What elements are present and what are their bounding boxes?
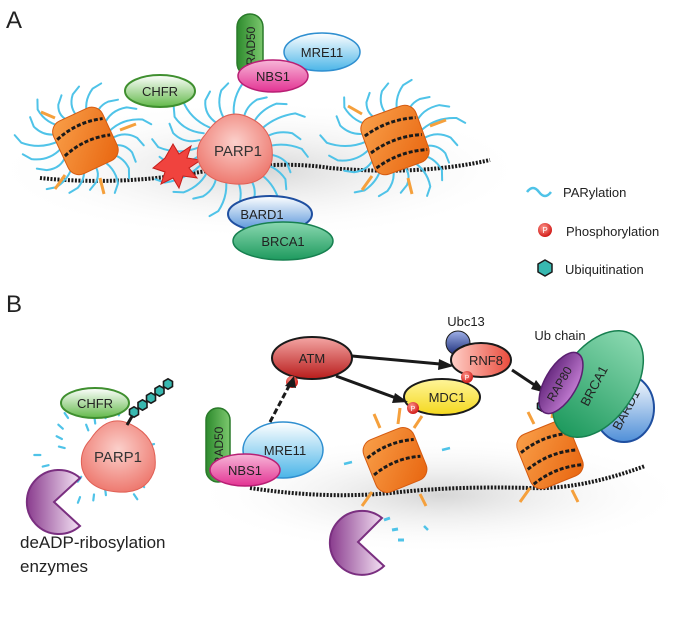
par-fragment <box>76 496 82 504</box>
hexagon-icon <box>537 259 553 277</box>
legend-label-parylation: PARylation <box>563 185 626 200</box>
parp1-label: PARP1 <box>214 143 262 160</box>
parp1-release: PARP1 CHFR deADP-ribosylation enzymes <box>20 377 174 576</box>
panel-a: PARP1 CHFR RAD50 MRE11 NBS1 BARD1 BRCA1 <box>0 13 530 261</box>
ubiquitin-hexagon-icon <box>128 405 140 419</box>
enzymes-label-line1: deADP-ribosylation <box>20 533 166 552</box>
par-chain <box>21 147 62 161</box>
par-chain <box>419 117 467 132</box>
atm-label: ATM <box>299 351 325 366</box>
nbs1-label: NBS1 <box>228 463 262 478</box>
ub-chain-icon <box>125 377 174 426</box>
panel-b-letter: B <box>6 291 22 318</box>
nucleosome <box>319 78 467 198</box>
mdc1-label: MDC1 <box>429 390 466 405</box>
par-fragment <box>41 464 50 468</box>
rad50-label: RAD50 <box>212 426 226 465</box>
rad50-label: RAD50 <box>244 26 258 65</box>
chfr-protein <box>124 74 196 108</box>
dna-strand <box>249 464 646 498</box>
par-chain <box>168 122 201 143</box>
legend-label-ubiquitination: Ubiquitination <box>565 262 644 277</box>
par-fragment <box>132 493 139 501</box>
mdc1-protein <box>403 378 481 416</box>
chfr-protein <box>60 387 130 419</box>
par-chain <box>204 90 219 125</box>
atm-protein <box>271 336 353 380</box>
ubc13-label: Ubc13 <box>447 314 485 329</box>
ub-chain-label: Ub chain <box>534 328 585 343</box>
phospho-dot-icon <box>407 402 419 414</box>
par-chain <box>319 134 369 147</box>
arrow-rnf8-to-rap80 <box>511 368 537 388</box>
arrow-atm-to-rnf8 <box>351 354 441 366</box>
par-fragment <box>63 411 70 420</box>
rap80-protein <box>538 351 584 415</box>
par-chain <box>108 118 153 133</box>
rnf8-protein <box>450 342 512 378</box>
legend-phospho-glyph: P <box>542 226 547 235</box>
mre11-label: MRE11 <box>301 45 343 60</box>
ubiquitin-hexagon-icon <box>145 391 157 405</box>
parp1-complex: PARP1 <box>151 78 309 218</box>
par-fragment <box>57 445 66 450</box>
nucleosome <box>13 82 153 195</box>
enzymes-label-line2: enzymes <box>20 557 88 576</box>
phospho-mark: P <box>411 406 416 413</box>
par-chain <box>328 148 371 162</box>
ubiquitin-hexagon-icon <box>154 384 165 398</box>
panel-b: PARP1 CHFR deADP-ribosylation enzymes <box>20 314 678 576</box>
brca1-protein <box>232 221 334 261</box>
par-chain <box>421 133 459 147</box>
mre11-label: MRE11 <box>264 443 306 458</box>
mre11-protein <box>283 32 361 72</box>
phospho-dot-icon <box>461 371 473 383</box>
dna-break-icon <box>151 143 203 190</box>
panel-a-letter: A <box>6 7 22 34</box>
arrow-mrn-to-atm <box>268 385 291 423</box>
parp1-label: PARP1 <box>94 449 142 466</box>
phospho-dot-icon <box>538 223 552 237</box>
par-fragment <box>57 423 64 430</box>
nucleosome <box>343 407 451 531</box>
deadp-ribosylation-enzyme-icon <box>25 469 82 535</box>
deadp-ribosylation-enzyme-icon <box>328 509 386 576</box>
arrow-atm-to-mdc1 <box>335 374 397 400</box>
par-fragment <box>85 423 90 432</box>
bard1-label: BARD1 <box>240 207 283 222</box>
par-fragment <box>92 493 96 502</box>
legend: PARylation P Phosphorylation Ubiquitinat… <box>526 185 659 277</box>
ubiquitin-hexagon-icon <box>162 377 174 391</box>
nbs1-label: NBS1 <box>256 69 290 84</box>
ubiquitin-hexagon-icon <box>137 398 148 412</box>
parp1-shape <box>196 113 273 185</box>
nbs1-protein <box>209 453 281 487</box>
par-fragments <box>383 516 404 542</box>
nbs1-protein <box>237 59 309 93</box>
par-fragment <box>55 435 64 441</box>
chfr-label: CHFR <box>142 84 178 99</box>
rnf8-label: RNF8 <box>469 353 503 368</box>
signaling-arrows <box>268 354 546 423</box>
brca1-label: BRCA1 <box>261 234 304 249</box>
legend-label-phosphorylation: Phosphorylation <box>566 224 659 239</box>
phospho-mark: P <box>465 375 470 382</box>
chfr-label: CHFR <box>77 396 113 411</box>
wavy-line-icon <box>526 186 552 198</box>
par-chain <box>172 105 205 135</box>
par-chain <box>13 134 60 147</box>
